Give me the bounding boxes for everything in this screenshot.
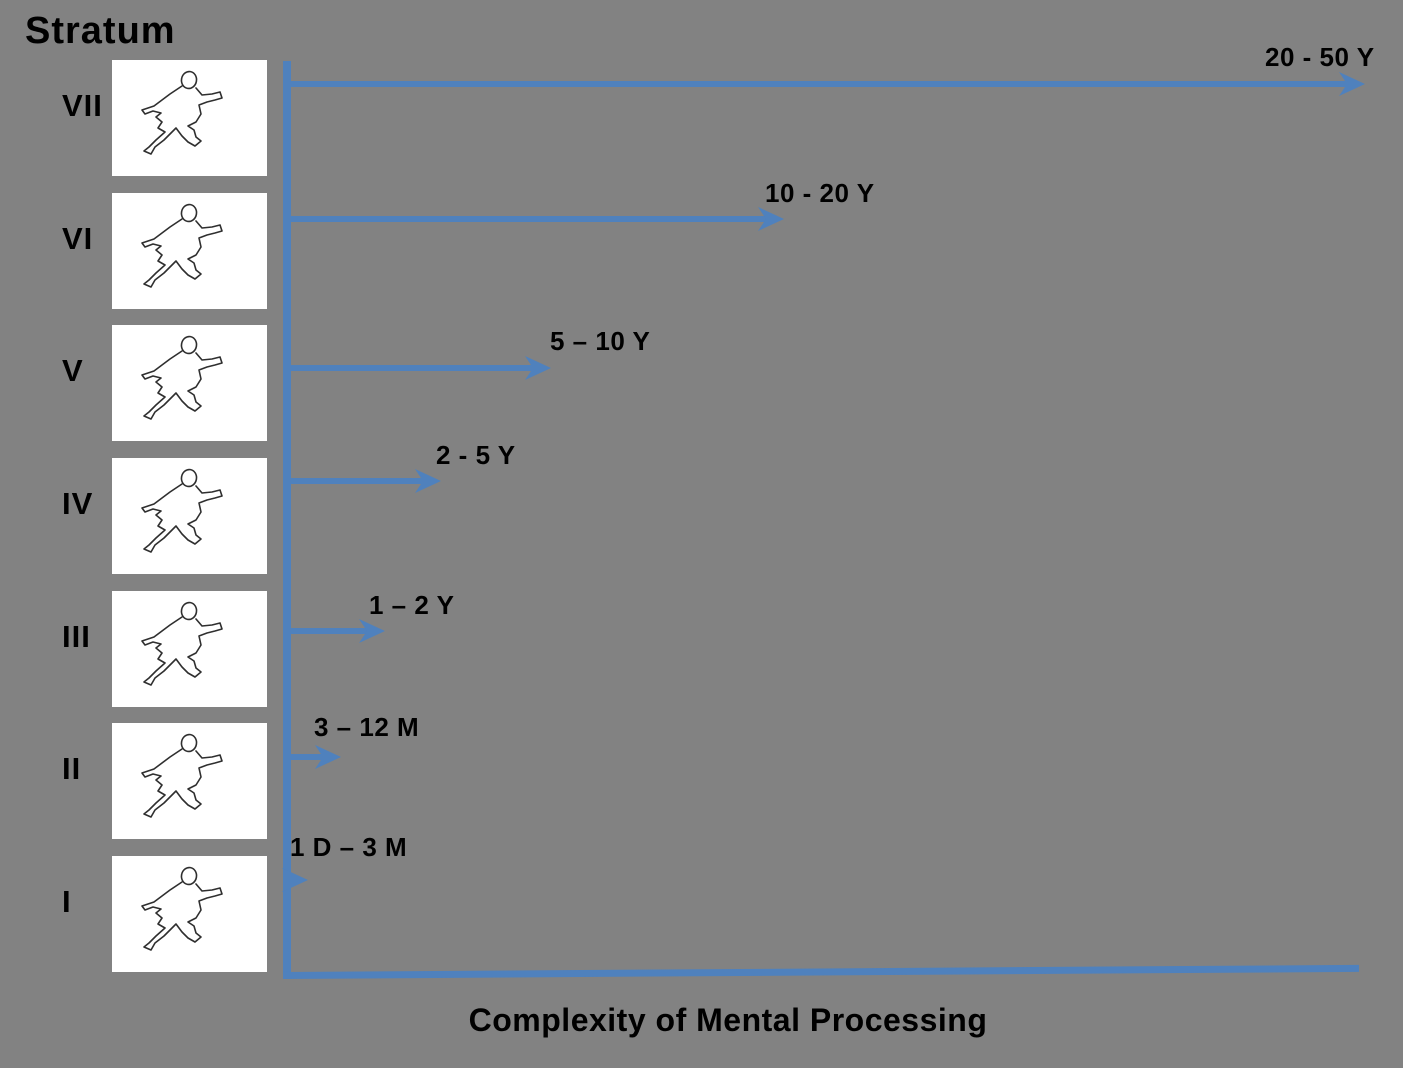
timespan-arrow [283, 206, 784, 232]
timespan-label: 1 – 2 Y [369, 590, 455, 620]
figure-box [112, 325, 267, 441]
timespan-arrow [283, 744, 341, 770]
timespan-label: 3 – 12 M [314, 712, 420, 742]
timespan-arrow [283, 618, 385, 644]
arrow-shaft [283, 216, 769, 222]
running-person-icon [141, 468, 223, 553]
stratum-numeral: III [62, 619, 91, 654]
timespan-arrow [282, 867, 308, 893]
arrow-shaft [283, 628, 370, 634]
arrow-head-icon [282, 868, 308, 892]
stratum-numeral: II [62, 751, 82, 786]
arrow-shaft [283, 81, 1350, 87]
timespan-label: 2 - 5 Y [436, 440, 516, 470]
running-person-icon [141, 203, 223, 288]
stratum-row-i: I 1 D – 3 M [0, 832, 1403, 972]
arrow-head-icon [315, 745, 341, 769]
timespan-label: 5 – 10 Y [550, 326, 651, 356]
arrow-head-icon [758, 207, 784, 231]
arrow-shaft [283, 877, 296, 883]
arrow-head-icon [359, 619, 385, 643]
x-axis-title: Complexity of Mental Processing [468, 1002, 988, 1038]
arrow-head-icon [415, 469, 441, 493]
stratum-row-iv: IV 2 - 5 Y [0, 440, 1403, 574]
figure-box [112, 458, 267, 574]
running-person-icon [141, 70, 223, 155]
timespan-label: 20 - 50 Y [1265, 42, 1375, 72]
arrow-shaft [283, 365, 536, 371]
arrow-head-icon [1339, 72, 1365, 96]
y-axis-title: Stratum [25, 10, 176, 52]
stratum-row-ii: II 3 – 12 M [0, 712, 1403, 839]
timespan-arrow [283, 71, 1365, 97]
figure-box [112, 856, 267, 972]
stratum-numeral: VII [62, 88, 103, 123]
stratum-row-vii: VII 20 - 50 Y [0, 42, 1403, 176]
running-person-icon [141, 335, 223, 420]
timespan-arrow [283, 355, 551, 381]
stratum-row-iii: III 1 – 2 Y [0, 590, 1403, 707]
stratum-row-vi: VI 10 - 20 Y [0, 178, 1403, 309]
figure-box [112, 193, 267, 309]
stratum-numeral: IV [62, 486, 94, 521]
running-person-icon [141, 733, 223, 818]
figure-box [112, 591, 267, 707]
stratum-numeral: VI [62, 221, 94, 256]
arrow-shaft [283, 478, 426, 484]
figure-box [112, 60, 267, 176]
timespan-arrow [283, 468, 441, 494]
y-axis-line [283, 61, 291, 979]
timespan-label: 1 D – 3 M [290, 832, 408, 862]
running-person-icon [141, 601, 223, 686]
stratum-row-v: V 5 – 10 Y [0, 325, 1403, 441]
arrow-shaft [283, 754, 326, 760]
stratum-numeral: I [62, 884, 72, 919]
running-person-icon [141, 866, 223, 951]
arrow-head-icon [525, 356, 551, 380]
timespan-label: 10 - 20 Y [765, 178, 875, 208]
figure-box [112, 723, 267, 839]
stratum-numeral: V [62, 353, 84, 388]
